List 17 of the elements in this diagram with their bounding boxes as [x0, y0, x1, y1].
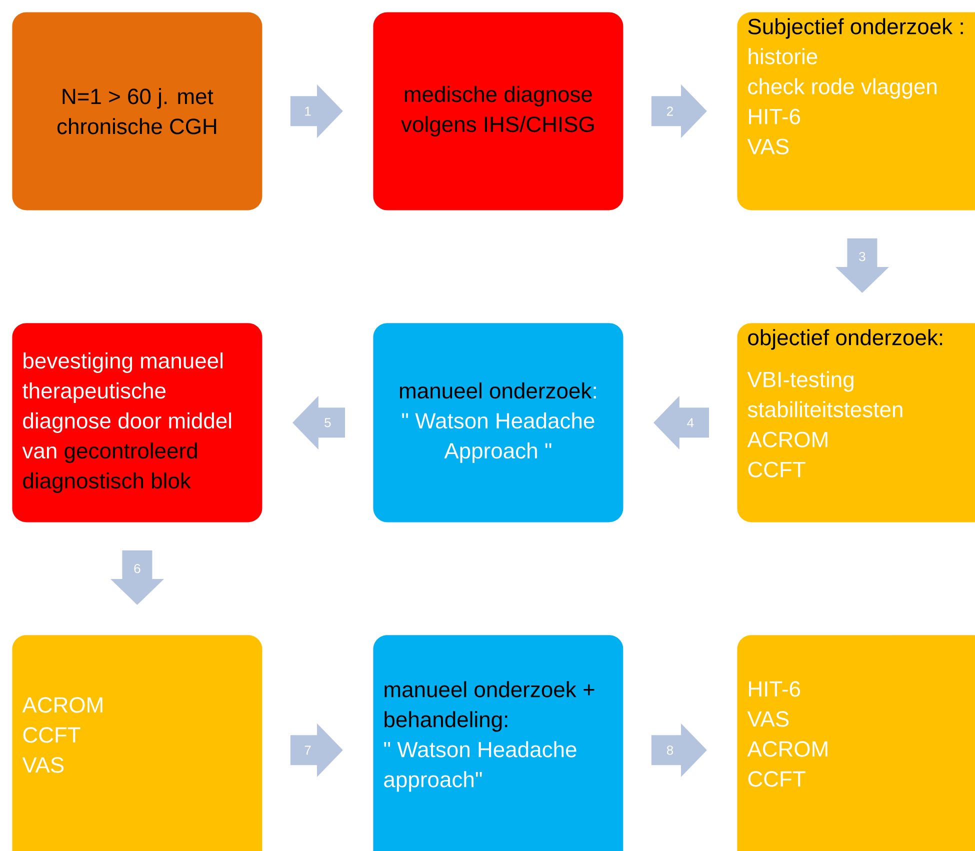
edge-label: 1 [305, 106, 311, 116]
process-box: bevestiging manueel therapeutische diagnose door middel van gecontroleerd diagnostisch blok [12, 323, 262, 522]
process-box: Subjectief onderzoek : historie check rode vlaggen HIT-6 VAS [737, 12, 975, 210]
process-box: ACROM CCFT VAS [12, 635, 262, 851]
process-box: manueel onderzoek + behandeling: " Watson Headache approach" [373, 635, 624, 851]
edge-label: 2 [667, 106, 673, 116]
process-box: medische diagnose volgens IHS/CHISG [373, 12, 624, 210]
edge-label: 4 [687, 418, 694, 428]
edge-label: 7 [304, 746, 311, 755]
process-box: manueel onderzoek: " Watson Headache Approach " [373, 323, 624, 522]
process-box: N=1 > 60 j. met chronische CGH [12, 12, 262, 210]
edge-label: 8 [666, 746, 674, 755]
process-box: HIT-6 VAS ACROM CCFT [737, 635, 975, 851]
edge-label: 5 [324, 418, 331, 428]
edge-label: 3 [859, 252, 866, 262]
edge-label: 6 [134, 564, 140, 574]
process-box: objectief onderzoek: VBI-testing stabiliteitstesten ACROM CCFT [737, 323, 975, 522]
